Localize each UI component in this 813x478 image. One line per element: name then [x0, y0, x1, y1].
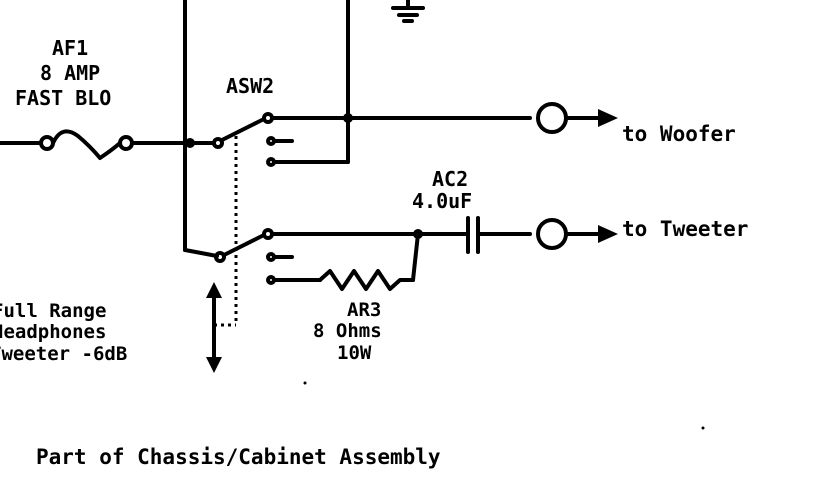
resistor-symbol	[318, 229, 423, 291]
tweeter-output-label: to Tweeter	[622, 217, 749, 241]
speck	[303, 381, 307, 385]
switch-name-label: ASW2	[226, 74, 275, 98]
switch-position-label: Headphones	[0, 321, 107, 343]
caption: Part of Chassis/Cabinet Assembly	[36, 445, 441, 469]
fuse-name-label: AF1	[52, 36, 89, 60]
woofer-output-label: to Woofer	[622, 122, 736, 146]
resistor-name-label: AR3	[347, 299, 382, 321]
woofer-output	[536, 102, 618, 134]
lower-feed-wire	[183, 248, 219, 258]
resistor-power-label: 10W	[337, 342, 372, 364]
ground-symbol	[391, 0, 425, 23]
speck	[701, 426, 705, 430]
switch-position-arrow	[206, 282, 222, 373]
fuse-rating-label: 8 AMP	[40, 61, 101, 85]
tweeter-output	[536, 218, 618, 250]
switch-upper-deck	[188, 112, 532, 167]
capacitor-name-label: AC2	[432, 167, 469, 191]
switch-position-label: Tweeter -6dB	[0, 343, 128, 365]
capacitor-symbol	[416, 216, 532, 254]
resistor-value-label: 8 Ohms	[313, 320, 382, 342]
fuse-type-label: FAST BLO	[15, 86, 112, 110]
switch-position-label: Full Range	[0, 300, 107, 322]
fuse-symbol	[39, 129, 134, 160]
capacitor-value-label: 4.0uF	[412, 189, 473, 213]
switch-lower-deck	[214, 228, 420, 285]
